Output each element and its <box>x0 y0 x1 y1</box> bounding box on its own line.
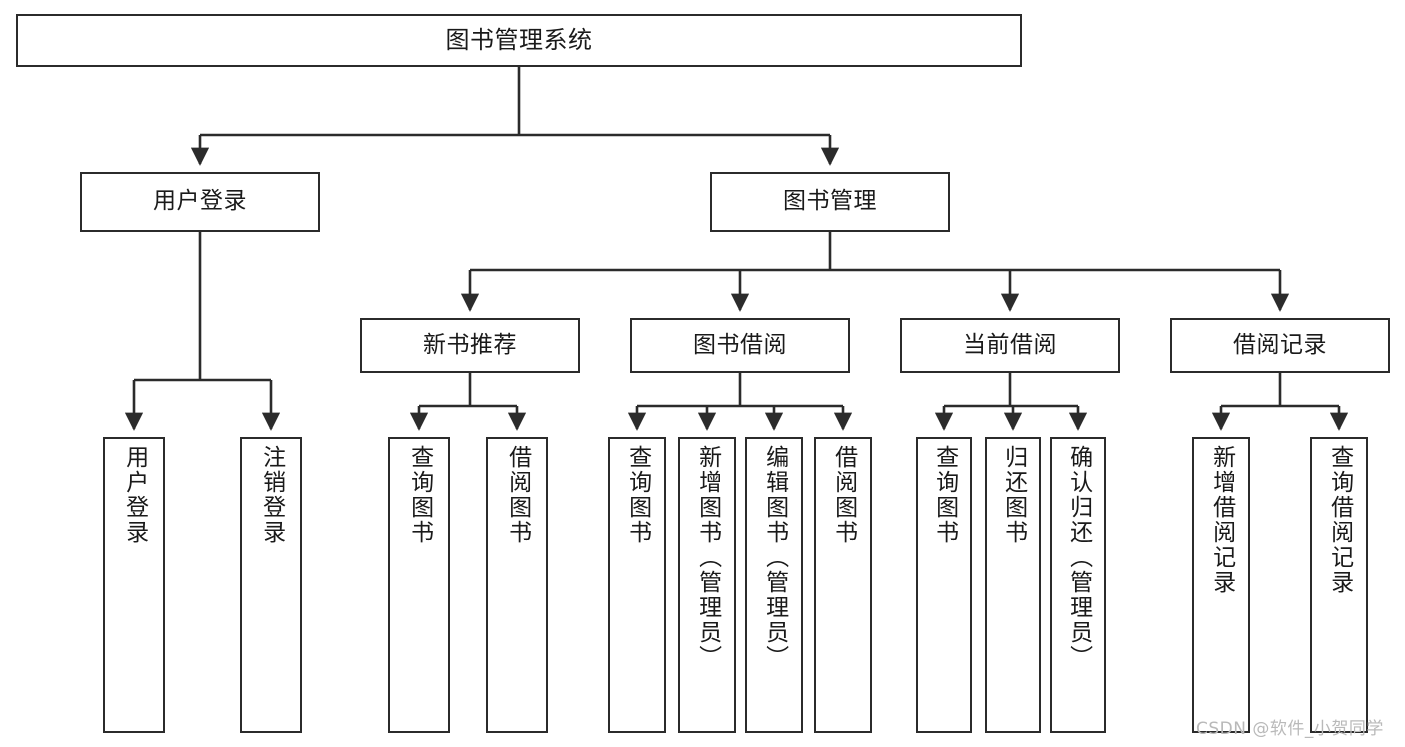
leaf-borrow-book-recommendation-label: 借阅图书 <box>504 445 531 545</box>
leaf-user-login-label: 用户登录 <box>121 445 148 545</box>
node-user-login[interactable]: 用户登录 <box>80 172 320 232</box>
leaf-borrow-book-borrowing-label: 借阅图书 <box>830 445 857 545</box>
node-new-book-recommendation-label: 新书推荐 <box>423 331 517 358</box>
leaf-add-book-admin-label: 新增图书（管理员） <box>694 445 721 670</box>
leaf-user-login[interactable]: 用户登录 <box>103 437 165 733</box>
leaf-logout[interactable]: 注销登录 <box>240 437 302 733</box>
node-book-borrowing[interactable]: 图书借阅 <box>630 318 850 373</box>
leaf-return-book[interactable]: 归还图书 <box>985 437 1041 733</box>
leaf-query-book-borrowing-label: 查询图书 <box>624 445 651 545</box>
leaf-query-book-current[interactable]: 查询图书 <box>916 437 972 733</box>
node-book-management[interactable]: 图书管理 <box>710 172 950 232</box>
leaf-query-borrow-record[interactable]: 查询借阅记录 <box>1310 437 1368 733</box>
leaf-borrow-book-borrowing[interactable]: 借阅图书 <box>814 437 872 733</box>
leaf-logout-label: 注销登录 <box>258 445 285 545</box>
node-user-login-label: 用户登录 <box>153 188 247 215</box>
leaf-confirm-return-admin-label: 确认归还（管理员） <box>1065 445 1092 670</box>
node-current-borrowing[interactable]: 当前借阅 <box>900 318 1120 373</box>
leaf-query-book-recommendation-label: 查询图书 <box>406 445 433 545</box>
leaf-query-book-current-label: 查询图书 <box>931 445 958 545</box>
node-borrowing-record[interactable]: 借阅记录 <box>1170 318 1390 373</box>
leaf-query-borrow-record-label: 查询借阅记录 <box>1326 445 1353 595</box>
leaf-add-borrow-record[interactable]: 新增借阅记录 <box>1192 437 1250 733</box>
node-root[interactable]: 图书管理系统 <box>16 14 1022 67</box>
leaf-query-book-recommendation[interactable]: 查询图书 <box>388 437 450 733</box>
leaf-confirm-return-admin[interactable]: 确认归还（管理员） <box>1050 437 1106 733</box>
leaf-return-book-label: 归还图书 <box>1000 445 1027 545</box>
node-borrowing-record-label: 借阅记录 <box>1233 331 1327 358</box>
leaf-add-borrow-record-label: 新增借阅记录 <box>1208 445 1235 595</box>
leaf-add-book-admin[interactable]: 新增图书（管理员） <box>678 437 736 733</box>
leaf-query-book-borrowing[interactable]: 查询图书 <box>608 437 666 733</box>
node-book-management-label: 图书管理 <box>783 188 877 215</box>
node-current-borrowing-label: 当前借阅 <box>963 331 1057 358</box>
node-new-book-recommendation[interactable]: 新书推荐 <box>360 318 580 373</box>
node-root-label: 图书管理系统 <box>445 26 593 55</box>
node-book-borrowing-label: 图书借阅 <box>693 331 787 358</box>
leaf-edit-book-admin-label: 编辑图书（管理员） <box>761 445 788 670</box>
leaf-edit-book-admin[interactable]: 编辑图书（管理员） <box>745 437 803 733</box>
leaf-borrow-book-recommendation[interactable]: 借阅图书 <box>486 437 548 733</box>
